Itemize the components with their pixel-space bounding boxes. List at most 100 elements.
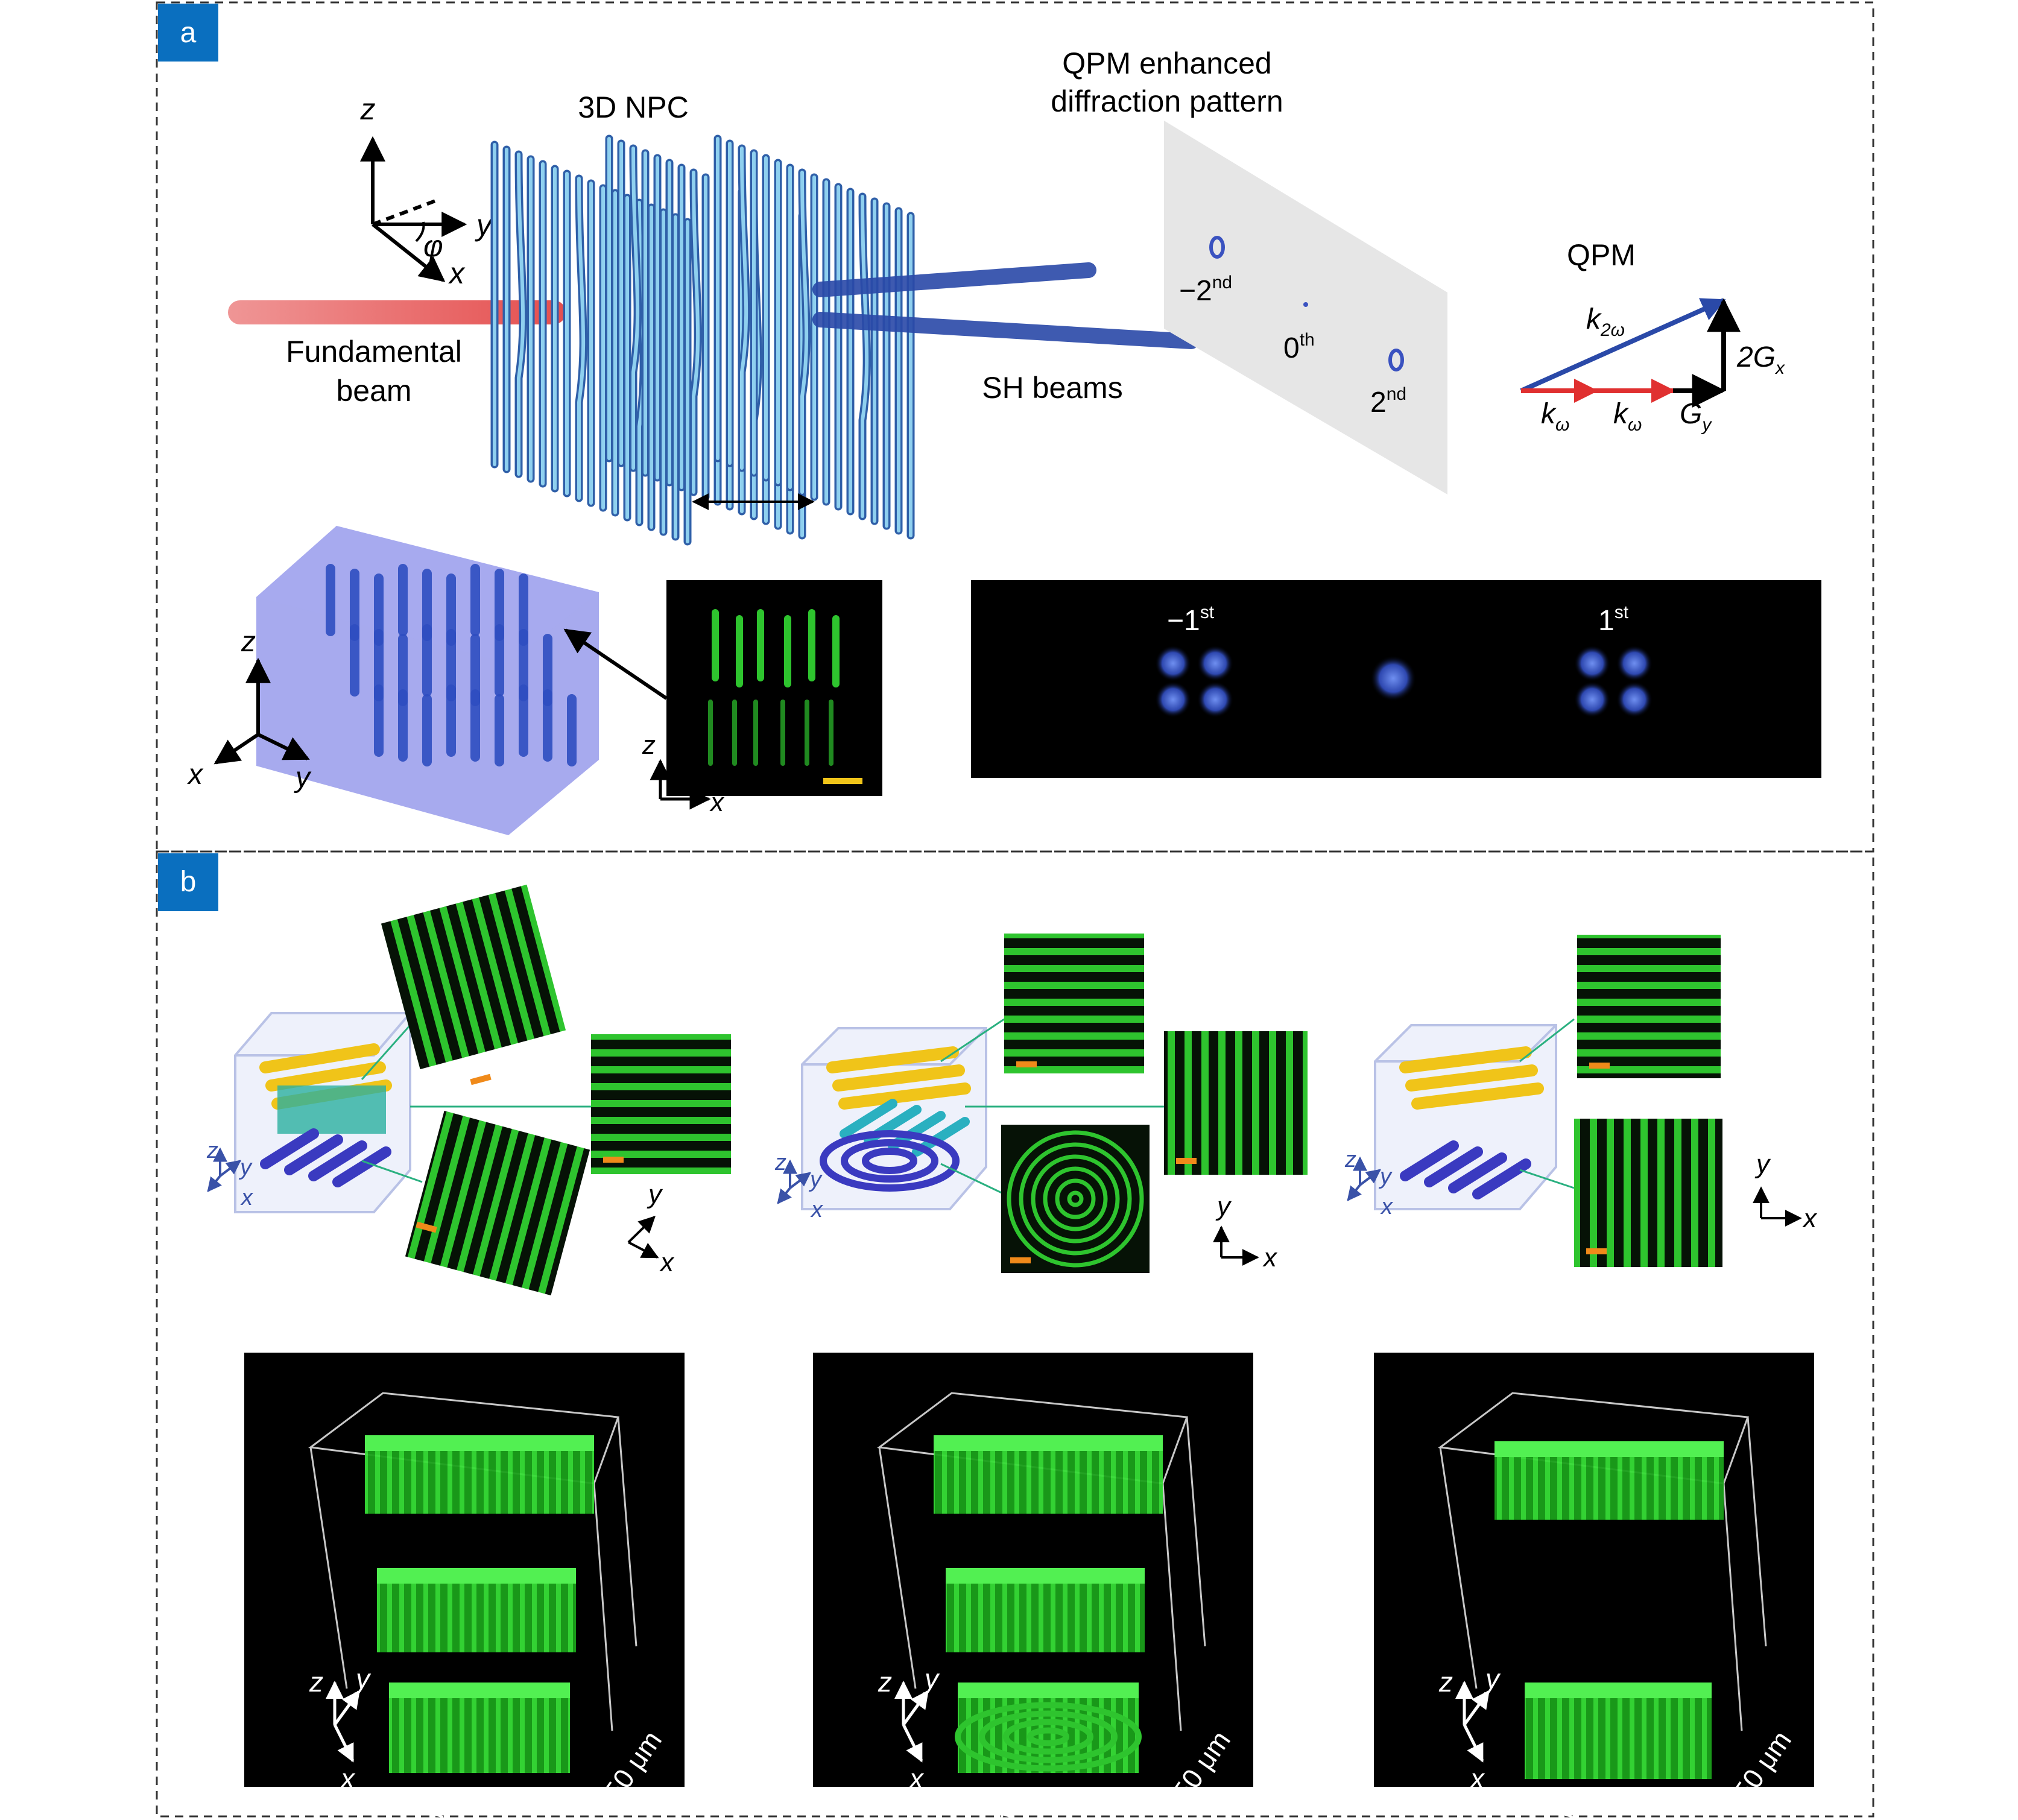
axes-cube <box>214 657 310 765</box>
cube-rod <box>519 573 528 646</box>
spot-zero <box>1303 302 1308 307</box>
cube-1 <box>234 1012 411 1213</box>
section-3b <box>1574 1119 1722 1267</box>
cube-rod <box>422 694 432 766</box>
microscopy-rods <box>708 609 840 766</box>
section-3a <box>1577 935 1721 1078</box>
render-axis-z: z <box>309 1666 323 1698</box>
section-2a <box>1004 934 1144 1073</box>
npc-fin-face <box>740 147 748 470</box>
npc-fin-face <box>631 147 640 470</box>
far-field-plus1: 1st <box>1598 602 1629 637</box>
section-1b <box>591 1034 731 1174</box>
qpm-2gx: 2Gx <box>1736 341 1785 378</box>
micro-rod <box>736 615 743 687</box>
cube-axes-1 <box>207 1147 241 1192</box>
cube-rod <box>398 564 408 636</box>
bounding-box <box>877 1392 1206 1731</box>
ring <box>1027 1727 1069 1746</box>
cube-rod <box>470 634 480 706</box>
cube-rod <box>543 634 552 706</box>
axis-z-label: z <box>360 92 376 126</box>
diffraction-screen <box>1164 121 1447 494</box>
micro-axis-x: x <box>709 788 725 817</box>
cube-rod <box>374 629 384 701</box>
panel-b: b <box>156 850 1874 1820</box>
cube-rod <box>446 629 456 701</box>
micro-rod <box>832 615 840 687</box>
cube-rod <box>350 569 359 641</box>
section-2b <box>1164 1031 1308 1175</box>
qpm-kw-2: kω <box>1613 398 1642 435</box>
render-axis-x: x <box>340 1763 356 1794</box>
micro-rod-lower <box>753 700 758 766</box>
order-minus2: −2nd <box>1179 273 1232 307</box>
scale-bar-a <box>823 778 862 784</box>
render-axis-x: x <box>908 1763 925 1794</box>
micro-rod <box>808 609 815 681</box>
slab-top <box>365 1435 594 1451</box>
render-axis-z: z <box>1438 1666 1453 1698</box>
ring <box>979 1710 1118 1763</box>
axis-y-arrow <box>1463 1690 1490 1726</box>
cube1-axis-z: z <box>206 1138 218 1163</box>
spot-minus2 <box>1209 236 1225 259</box>
cube3-axis-x: x <box>1380 1194 1394 1219</box>
ring <box>1003 1719 1093 1755</box>
pattern-title-1: QPM enhanced <box>1062 46 1271 80</box>
cube-rod <box>446 573 456 646</box>
axis-y-arrow <box>902 1690 929 1726</box>
panel-b-tag: b <box>180 866 197 898</box>
far-field-spots <box>1155 645 1653 718</box>
slab-top <box>958 1683 1139 1698</box>
fundamental-beam <box>228 300 566 324</box>
npc-fin-face <box>577 177 586 500</box>
cube-rod <box>495 624 504 697</box>
axes-top <box>360 136 467 282</box>
axis-x-arrow <box>902 1724 923 1763</box>
cube1-axis-x: x <box>240 1185 254 1210</box>
connectors-1 <box>361 1025 591 1183</box>
sh-beam-upper <box>812 262 1096 297</box>
cube-rod <box>470 689 480 762</box>
npc-crystal <box>490 134 915 546</box>
ring <box>955 1702 1142 1772</box>
plane2-axis-x: x <box>1262 1243 1278 1272</box>
npc-fin-face <box>861 195 869 518</box>
render-axis-y: y <box>1484 1663 1501 1695</box>
axis-x-label: x <box>448 256 466 290</box>
qpm-diagram: QPM k2ω 2Gx kω kω Gy <box>1520 238 1785 435</box>
cube-rod <box>543 689 552 762</box>
section-2c <box>1001 1125 1150 1273</box>
cube2-axis-y: y <box>808 1167 823 1192</box>
qpm-title: QPM <box>1567 238 1636 272</box>
far-field-minus1: −1st <box>1167 602 1215 637</box>
cube-rod <box>374 573 384 646</box>
order-zero: 0th <box>1283 330 1315 364</box>
cube-rod <box>519 629 528 701</box>
slab-top <box>946 1568 1145 1584</box>
order-plus2: 2nd <box>1370 384 1406 419</box>
axis-y-label: y <box>475 208 493 242</box>
bounding-box <box>308 1392 637 1731</box>
structure-3: z y x y x <box>1344 935 1818 1267</box>
panel-b-frame <box>156 850 1874 1818</box>
teal-layer-1 <box>277 1085 386 1134</box>
npc-fin-face <box>692 171 700 494</box>
micro-rod-lower <box>829 700 833 766</box>
micro-rod-lower <box>805 700 809 766</box>
micro-rod-lower <box>732 700 737 766</box>
render-axis-x: x <box>1469 1763 1485 1794</box>
cube-rod <box>398 689 408 762</box>
fundamental-label-1: Fundamental <box>286 335 462 368</box>
cube1-axis-y: y <box>238 1155 253 1180</box>
npc-fin-face <box>517 153 525 476</box>
axes-micro <box>650 759 711 810</box>
spot-plus2 <box>1388 349 1404 371</box>
bounding-box <box>1438 1392 1767 1731</box>
section-1c <box>405 1110 590 1296</box>
cube-rod <box>495 569 504 641</box>
